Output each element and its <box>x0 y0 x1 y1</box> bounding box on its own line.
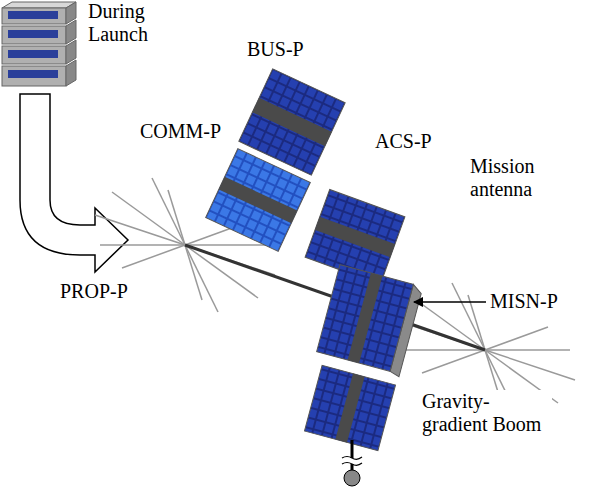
mission-body <box>316 265 423 377</box>
part-label: During Launch <box>86 0 170 46</box>
stack-slab <box>2 60 76 86</box>
stack-slab <box>2 40 76 64</box>
launch-stack <box>2 2 76 86</box>
part-label: Gravity-gradient Boom <box>420 390 552 436</box>
part-label: ACS-P <box>373 130 434 153</box>
part-label: Mission antenna <box>468 155 564 201</box>
solar-panel <box>206 149 311 252</box>
part-label: PROP-P <box>58 280 130 303</box>
stack-slab <box>2 20 76 44</box>
solar-panel <box>304 365 395 450</box>
stack-slab <box>2 2 76 24</box>
leader-arrow <box>414 301 486 303</box>
gravity-boom <box>342 440 362 486</box>
part-label: BUS-P <box>245 38 306 61</box>
part-label: MISN-P <box>488 290 560 313</box>
part-label: COMM-P <box>138 120 223 143</box>
